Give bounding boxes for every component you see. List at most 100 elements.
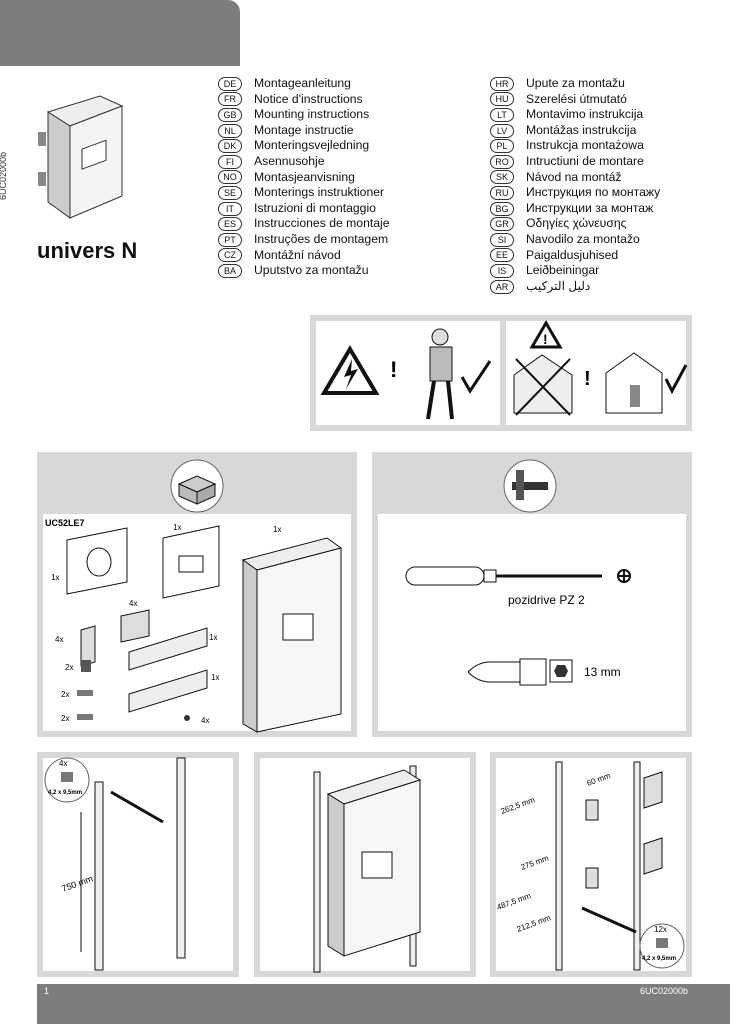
language-label: Instrukcja montażowa [526, 138, 644, 153]
language-row: RU Инструкция по монтажу [490, 185, 660, 201]
language-code: EE [490, 248, 514, 263]
qty-cover: 1x [173, 523, 181, 532]
step-3-illustration: 262,5 mm 60 mm 275 mm 487,5 mm 212,5 mm … [496, 758, 686, 971]
language-label: Notice d'instructions [254, 91, 363, 106]
language-label: دليل التركيب [526, 278, 591, 293]
language-code: GR [490, 217, 514, 232]
step-1-screw-qty: 4x [59, 759, 67, 768]
language-label: Leiðbeiningar [526, 263, 600, 278]
language-code: CZ [218, 248, 242, 263]
footer-doc-code: 6UC02000b [640, 986, 689, 996]
language-label: Monteringsvejledning [254, 138, 370, 153]
language-label: Istruzioni di montaggio [254, 200, 376, 215]
language-row: NL Montage instructie [218, 123, 390, 139]
language-label: Montavimo instrukcija [526, 107, 644, 122]
checkmark-icon [664, 364, 688, 395]
product-name: univers N [37, 238, 138, 263]
step-1-illustration: 4x 4,2 x 9,5mm 750 mm [43, 757, 233, 971]
language-label: Montage instructie [254, 122, 354, 137]
brand-header-bar [0, 0, 240, 66]
language-code: RO [490, 154, 514, 169]
language-code: SI [490, 232, 514, 247]
page-footer-bar [37, 984, 730, 1024]
svg-text:!: ! [543, 331, 548, 347]
vertical-rail [94, 781, 104, 971]
clip-part [81, 660, 91, 672]
house-outdoor-icon [513, 354, 573, 416]
language-code: LT [490, 107, 514, 122]
angle-bracket-part [80, 625, 96, 667]
language-label: Intructiuni de montare [526, 153, 644, 168]
vertical-rail [633, 761, 641, 971]
language-code: IT [218, 201, 242, 216]
qty-bracket: 4x [129, 599, 137, 608]
svg-text:!: ! [390, 357, 397, 382]
qty-rail-1: 1x [209, 633, 217, 642]
rail-part [128, 669, 208, 713]
tools-illustration: pozidrive PZ 2 13 mm [378, 459, 686, 731]
language-label: Инструкция по монтажу [526, 185, 661, 200]
bracket-part [643, 771, 663, 809]
language-label: Navodilo za montažo [526, 231, 640, 246]
screw-part [77, 714, 93, 720]
parts-panel: UC52LE7 1x 1x 1x 4x 4x 1x 1x 2x 2x 2x 4x [37, 452, 357, 737]
qty-screw-a: 2x [61, 690, 69, 699]
language-row: IT Istruzioni di montaggio [218, 201, 390, 217]
step-2-panel [254, 752, 476, 977]
screwdriver-label: pozidrive PZ 2 [508, 593, 585, 607]
language-code: ES [218, 217, 242, 232]
qty-frame: 1x [273, 525, 281, 534]
language-code: LV [490, 123, 514, 138]
qty-screw-b: 2x [61, 714, 69, 723]
language-code: PL [490, 139, 514, 154]
language-label: Οδηγίες χώνευσης [526, 216, 627, 231]
step-3-screw-qty: 12x [654, 925, 667, 934]
language-label: Paigaldusjuhised [526, 247, 619, 262]
language-code: SE [218, 185, 242, 200]
electric-warning-icon [320, 345, 380, 395]
socket-size-label: 13 mm [584, 665, 621, 679]
screwdriver-icon [405, 566, 602, 586]
language-code: DE [218, 76, 242, 91]
qty-angle: 4x [55, 635, 63, 644]
language-code: NL [218, 123, 242, 138]
language-label: Uputstvo za montažu [254, 263, 369, 278]
language-label: Montážní návod [254, 247, 341, 262]
tools-circle-icon [503, 459, 557, 513]
language-row: GR Οδηγίες χώνευσης [490, 216, 660, 232]
screw-badge-icon [639, 923, 685, 969]
screw-badge-icon [44, 757, 90, 803]
house-indoor-icon [605, 352, 663, 414]
language-row: AR دليل التركيب [490, 279, 660, 295]
language-code: RU [490, 185, 514, 200]
language-row: PL Instrukcja montażowa [490, 138, 660, 154]
language-label: Návod na montáž [526, 169, 622, 184]
step-3-screw-size: 4,2 x 9,5mm [642, 956, 676, 962]
socket-wrench-icon [467, 658, 573, 686]
safety-warning-panel: ! ! ! [310, 315, 692, 431]
language-row: SI Navodilo za montažo [490, 232, 660, 248]
safety-warning-illustration: ! ! ! [316, 320, 688, 425]
language-code: GB [218, 107, 242, 122]
language-label: Szerelési útmutató [526, 91, 627, 106]
doc-code-vertical: 6UC02000b [0, 151, 8, 200]
pozidrive-tip-icon [617, 569, 631, 583]
language-code: AR [490, 279, 514, 294]
language-label: Instruções de montagem [254, 231, 389, 246]
screwdriver-icon [581, 906, 637, 934]
qty-clip: 2x [65, 663, 73, 672]
language-code: DK [218, 139, 242, 154]
